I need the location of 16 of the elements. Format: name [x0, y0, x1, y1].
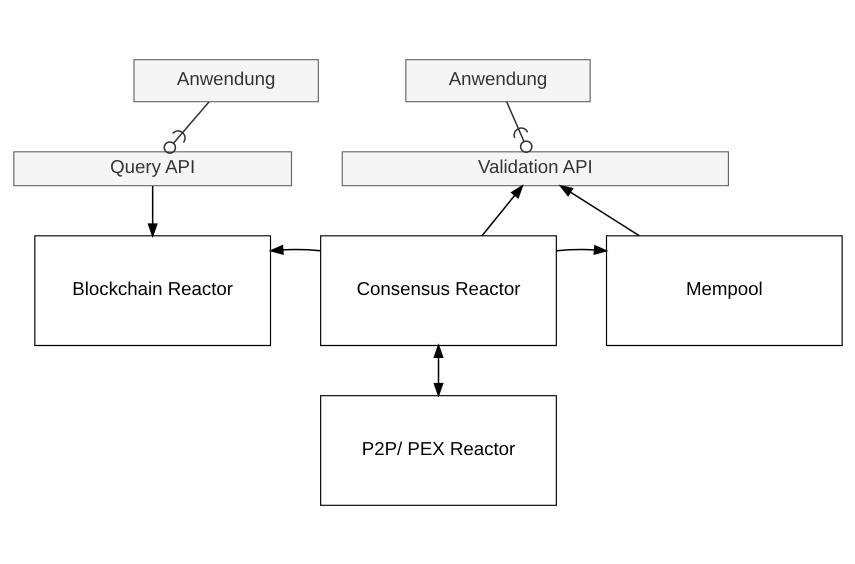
node-box: Blockchain Reactor — [34, 234, 271, 346]
node-box: Validation API — [341, 150, 728, 186]
arrow — [556, 244, 608, 254]
arrow — [268, 244, 320, 254]
arrow — [558, 184, 640, 236]
node-box: P2P/ PEX Reactor — [320, 394, 556, 506]
arrow — [480, 184, 524, 236]
arrow — [432, 342, 444, 398]
arrow — [147, 186, 158, 238]
node-box: Consensus Reactor — [320, 234, 556, 346]
node-box: Anwendung — [132, 58, 318, 102]
connector — [505, 100, 532, 153]
node-box: Mempool — [605, 234, 842, 346]
node-box: Query API — [12, 150, 292, 186]
node-box: Anwendung — [404, 58, 590, 102]
connector — [162, 100, 210, 154]
